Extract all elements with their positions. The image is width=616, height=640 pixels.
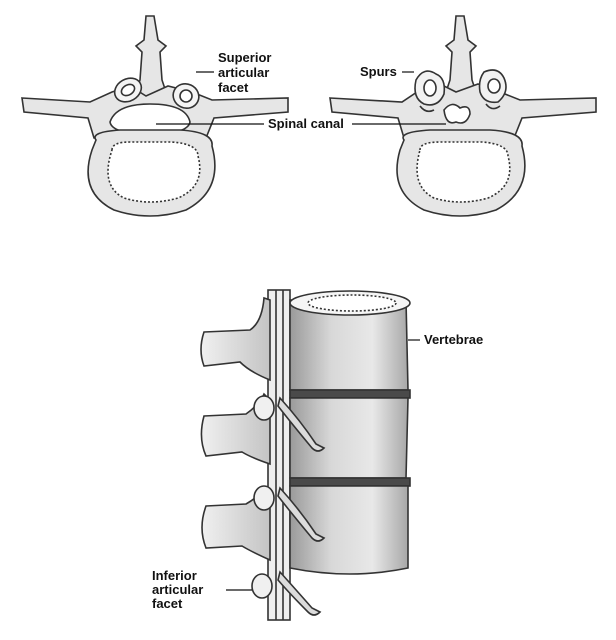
- nerve-root-1: [277, 396, 326, 452]
- label-vertebrae: Vertebrae: [424, 332, 483, 347]
- leader-lines: [156, 71, 446, 591]
- nucleus-pulposus: [416, 141, 511, 203]
- label-inferior-articular-facet: Inferior articular facet: [152, 568, 207, 611]
- spinous-process-upper: [200, 296, 271, 382]
- nucleus-pulposus: [107, 141, 201, 203]
- vertebral-body-top: [289, 290, 411, 391]
- spinal-canal: [443, 103, 471, 124]
- spine-side-view: [200, 289, 411, 621]
- intervertebral-disc-1: [289, 389, 411, 399]
- intervertebral-disc-2: [289, 477, 411, 487]
- nerve-root-3: [277, 570, 322, 616]
- spinal-cord: [267, 289, 291, 621]
- label-spinal-canal: Spinal canal: [268, 116, 344, 131]
- degenerated-vertebra-top-view: [329, 15, 597, 217]
- healthy-vertebra-top-view: [21, 15, 289, 217]
- facet-joint-2: [253, 485, 275, 511]
- facet-joint-1: [253, 395, 275, 421]
- inferior-articular-facet-shape: [251, 573, 273, 599]
- vertebral-body-bottom: [289, 485, 409, 575]
- label-spurs: Spurs: [360, 64, 397, 79]
- nerve-root-2: [277, 486, 326, 542]
- label-superior-articular-facet: Superior articular facet: [218, 50, 275, 95]
